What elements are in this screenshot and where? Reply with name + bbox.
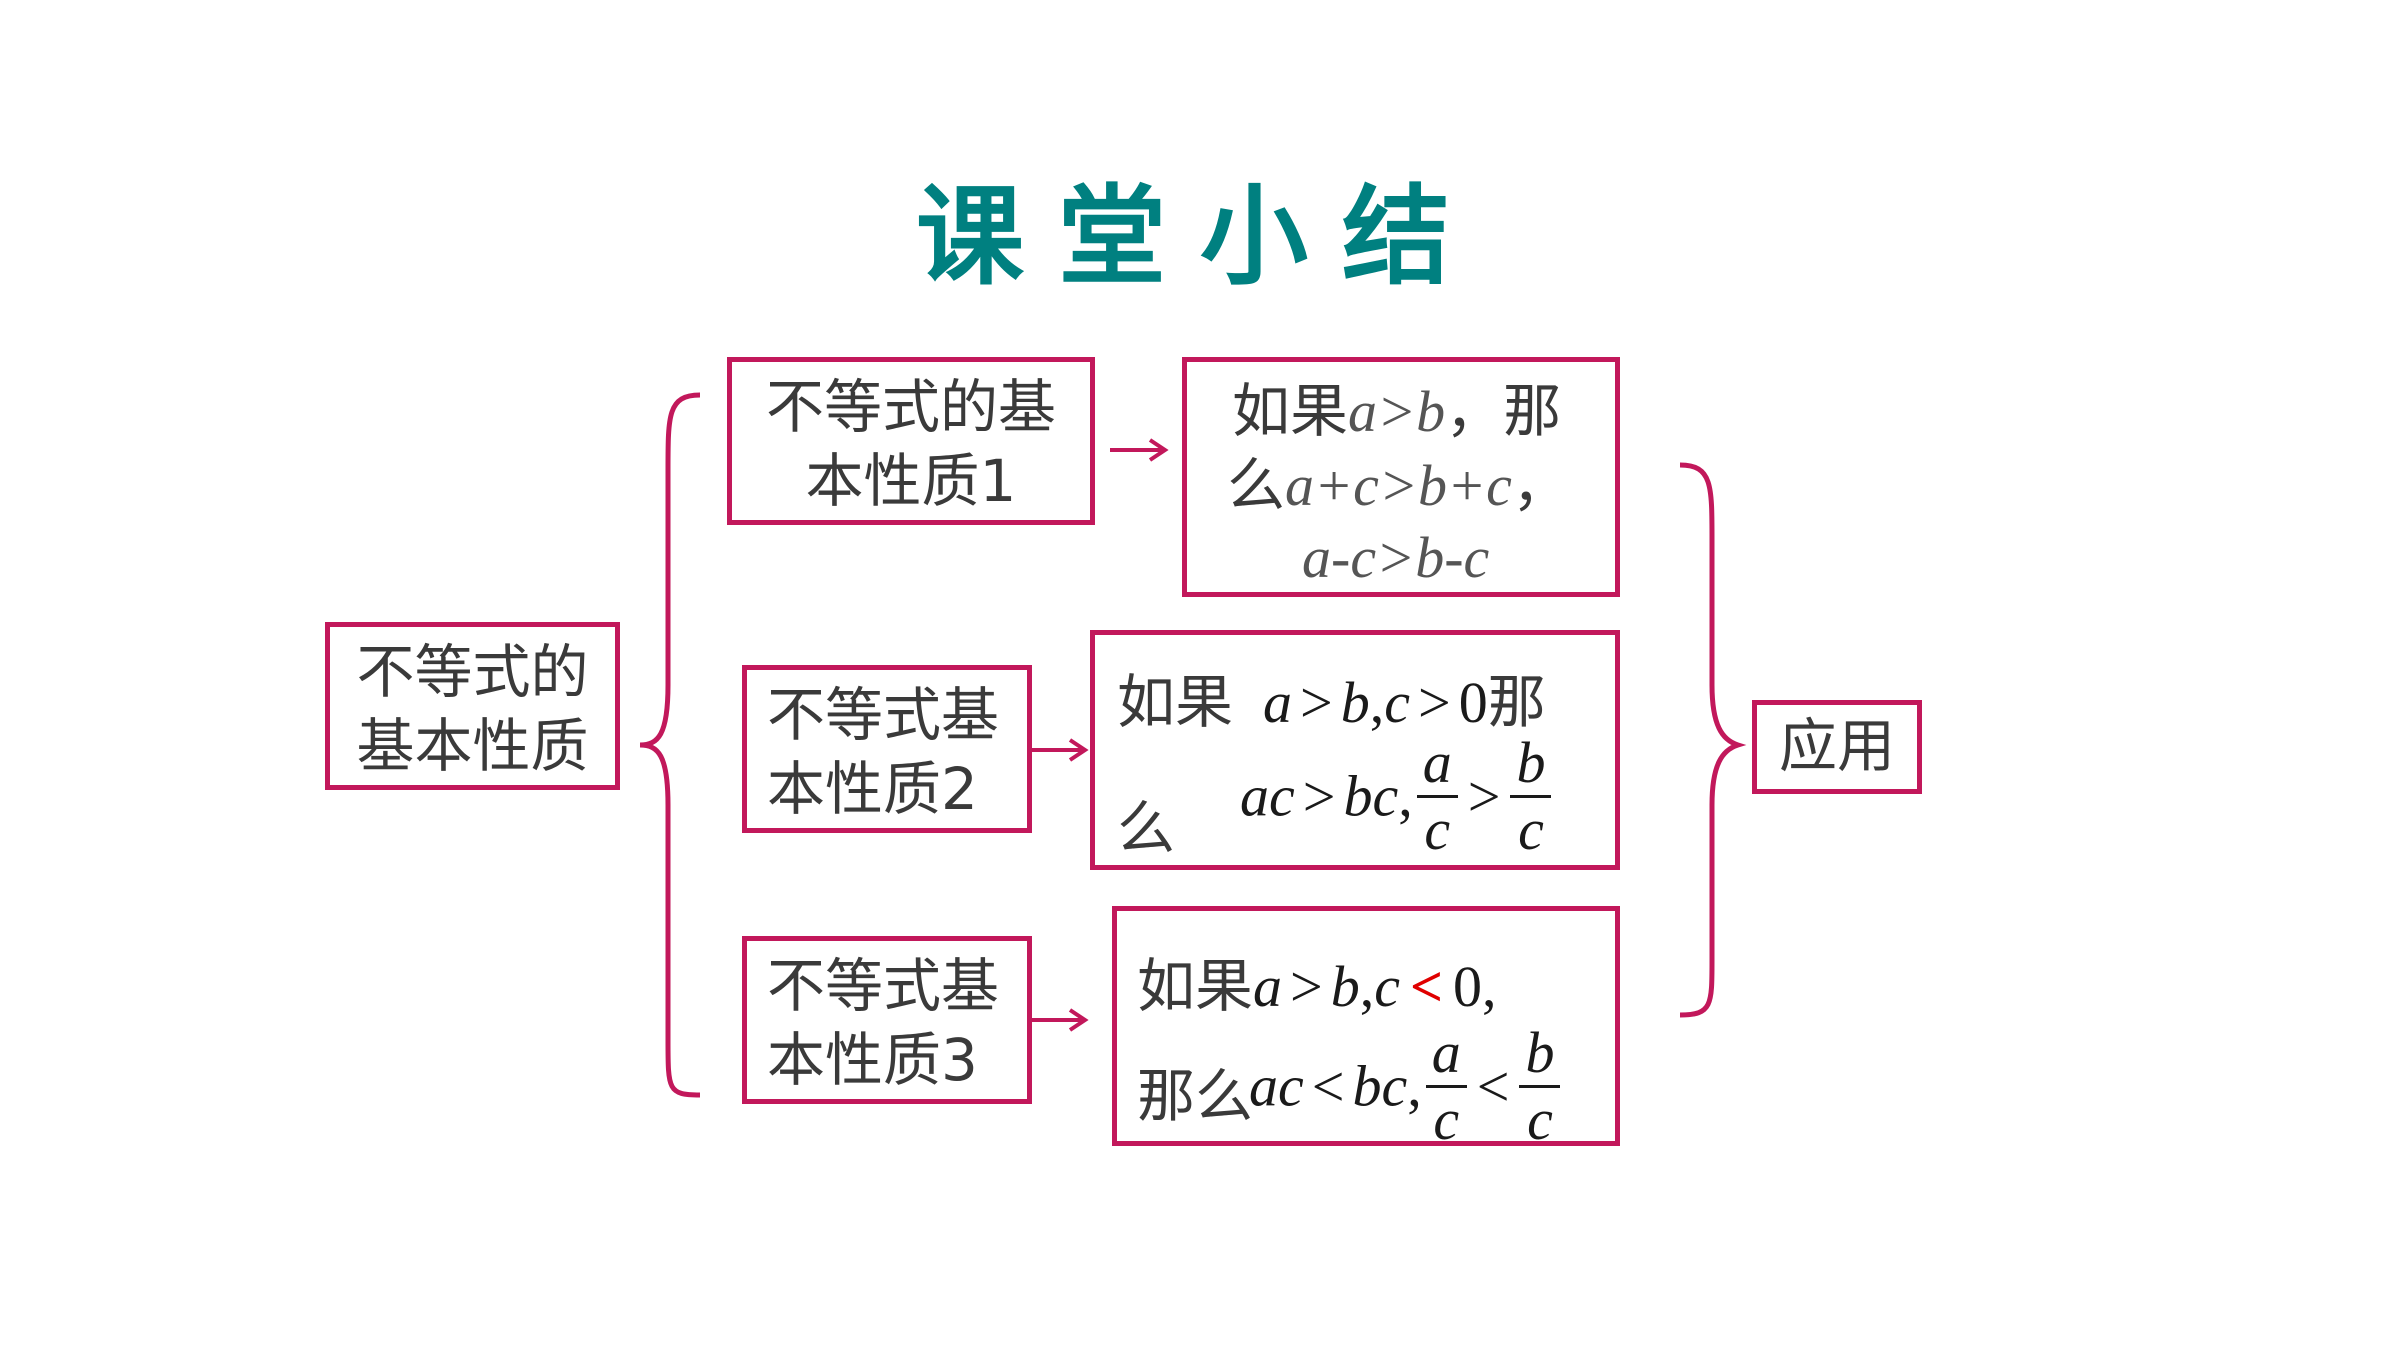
property-2-frac2-denominator: c: [1518, 797, 1544, 862]
root-node: 不等式的 基本性质: [325, 622, 620, 790]
property-3-text-then: 那么: [1137, 1062, 1254, 1130]
property-1-result-line-3: a-c>b-c: [1302, 520, 1489, 595]
property-1-expression-subtract: a-c>b-c: [1302, 525, 1490, 590]
right-brace: [1679, 462, 1747, 1018]
property-3-expr-ac: ac: [1249, 1053, 1304, 1119]
property-1-result-box: 如果a>b，那 么a+c>b+c， a-c>b-c: [1182, 357, 1620, 597]
property-1-text-then-2: 么: [1227, 451, 1286, 519]
property-3-cond-tail: ,: [1482, 954, 1497, 1019]
property-1-result-line-1: 如果a>b，那: [1232, 374, 1561, 449]
property-3-label-box: 不等式基 本性质3: [742, 936, 1032, 1104]
property-2-expr-ac: ac: [1240, 763, 1295, 829]
property-2-label-line-1: 不等式基: [767, 681, 1000, 749]
page-title: 课堂小结: [915, 175, 1484, 300]
property-3-frac2-numerator: b: [1519, 1021, 1561, 1088]
property-1-label-box: 不等式的基 本性质1: [727, 357, 1095, 525]
property-3-cond-zero: 0: [1453, 954, 1483, 1019]
property-3-cond-lt-highlight: <: [1409, 954, 1444, 1019]
property-1-text-if: 如果: [1232, 377, 1349, 445]
property-1-label-line-2: 本性质1: [805, 447, 1017, 515]
arrow-2: [1030, 738, 1089, 762]
property-2-cond-comma: ,: [1369, 670, 1385, 735]
property-3-expr-comma: ,: [1407, 1053, 1422, 1119]
property-2-cond-b: b: [1340, 670, 1370, 735]
root-line-1: 不等式的: [356, 638, 589, 706]
property-1-text-then: ，那: [1445, 377, 1562, 445]
property-1-condition: a>b: [1348, 379, 1446, 444]
left-brace: [639, 392, 701, 1098]
property-2-text-then-2: 么: [1117, 794, 1176, 862]
property-1-result-line-2: 么a+c>b+c，: [1227, 448, 1570, 523]
arrow-1: [1110, 438, 1169, 462]
property-1-label-line-1: 不等式的基: [765, 373, 1056, 441]
property-2-cond-c: c: [1384, 670, 1410, 735]
property-3-cond-gt: >: [1290, 954, 1323, 1019]
property-2-cond-a: a: [1263, 670, 1293, 735]
property-2-label-box: 不等式基 本性质2: [742, 665, 1032, 833]
property-3-expr-bc: bc: [1352, 1053, 1408, 1119]
root-line-2: 基本性质: [356, 712, 589, 780]
property-2-frac2-numerator: b: [1510, 731, 1552, 798]
property-3-cond-a: a: [1253, 954, 1283, 1019]
property-1-comma: ，: [1511, 451, 1570, 519]
property-2-cond-gt: >: [1300, 670, 1333, 735]
arrow-3: [1030, 1008, 1089, 1032]
application-node: 应用: [1752, 700, 1922, 794]
property-3-cond-c: c: [1374, 954, 1400, 1019]
application-label: 应用: [1778, 712, 1895, 780]
property-3-cond-comma: ,: [1359, 954, 1375, 1019]
property-2-text-then: 那: [1487, 668, 1546, 736]
property-3-label-line-1: 不等式基: [767, 952, 1000, 1020]
property-2-cond-gt-2: >: [1417, 670, 1451, 735]
property-3-expr-lt-2: <: [1476, 1053, 1510, 1119]
property-3-cond-b: b: [1330, 954, 1360, 1019]
property-3-frac1-numerator: a: [1425, 1021, 1467, 1088]
property-2-expr-bc: bc: [1343, 763, 1399, 829]
property-2-cond-zero: 0: [1458, 670, 1488, 735]
property-2-frac1-numerator: a: [1416, 731, 1458, 798]
property-2-text-if: 如果: [1117, 668, 1234, 736]
property-3-label-line-2: 本性质3: [767, 1026, 978, 1094]
property-3-result-line-1: 如果a>b,c<0,: [1137, 949, 1497, 1024]
property-1-expression-add: a+c>b+c: [1285, 453, 1512, 518]
property-2-expr-comma: ,: [1398, 763, 1413, 829]
property-2-expr-gt-2: >: [1467, 763, 1501, 829]
property-2-label-line-2: 本性质2: [767, 755, 978, 823]
property-3-expr-lt: <: [1311, 1053, 1345, 1119]
property-2-frac1-denominator: c: [1424, 797, 1451, 862]
property-2-expr-gt: >: [1302, 763, 1336, 829]
property-3-frac2-denominator: c: [1527, 1087, 1553, 1152]
property-3-frac1-denominator: c: [1433, 1087, 1460, 1152]
property-3-text-if: 如果: [1137, 952, 1254, 1020]
